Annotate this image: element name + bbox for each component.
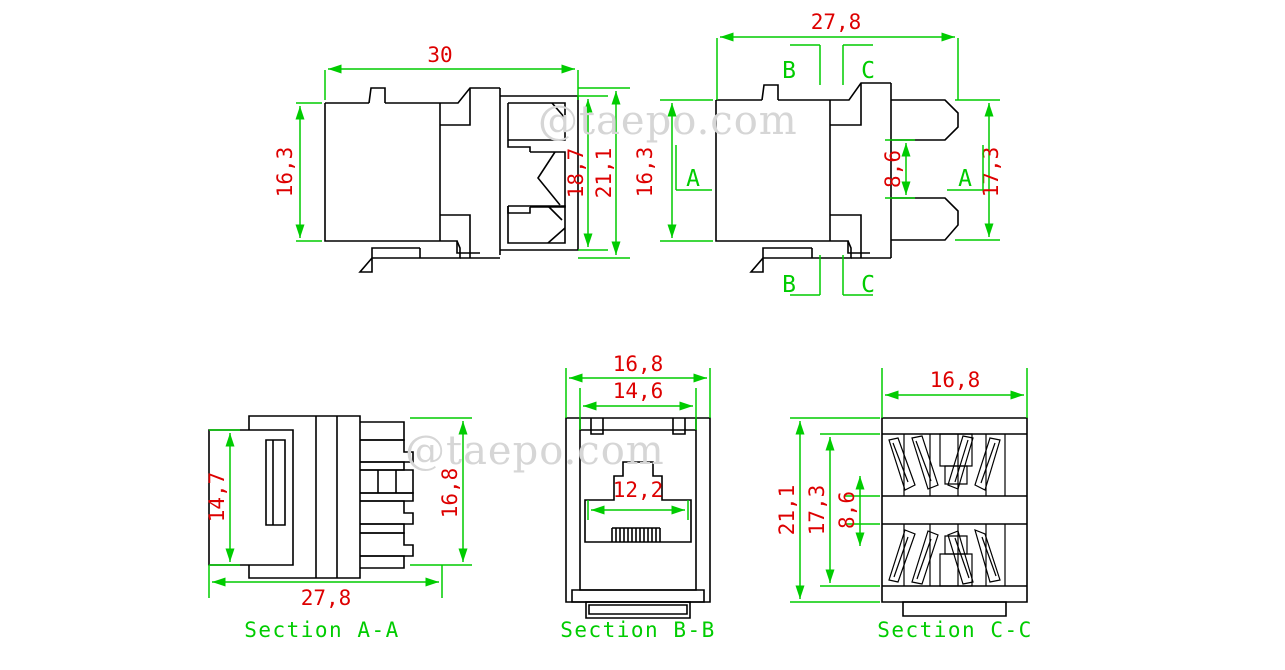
dim-inner-gap-8-6-cc: 8,6 xyxy=(835,476,880,546)
dim-overall-length-27-8-right: 27,8 xyxy=(716,10,959,100)
contact-prongs-right xyxy=(891,99,959,241)
dim-label-21-1: 21,1 xyxy=(592,148,616,199)
svg-text:A: A xyxy=(958,166,972,192)
dim-label-30: 30 xyxy=(427,43,452,67)
dim-label-16-8-cc: 16,8 xyxy=(930,368,981,392)
caption-section-aa: Section A-A xyxy=(244,618,400,642)
dim-label-14-7: 14,7 xyxy=(205,472,229,523)
dim-label-21-1-cc: 21,1 xyxy=(775,485,799,536)
dim-body-height-16-3: 16,3 xyxy=(273,102,322,242)
view-section-cc: 16,8 21,1 17,3 8,6 xyxy=(775,368,1033,642)
dim-label-16-3-right: 16,3 xyxy=(633,147,657,198)
dim-latch-gap-8-6: 8,6 xyxy=(881,139,915,199)
dim-label-8-6-cc: 8,6 xyxy=(835,491,859,529)
dim-label-27-8-top: 27,8 xyxy=(811,10,862,34)
dim-overall-height-21-1-cc: 21,1 xyxy=(775,417,880,603)
svg-text:C: C xyxy=(861,58,875,84)
dim-port-width-12-2: 12,2 xyxy=(587,478,689,520)
dim-label-14-6: 14,6 xyxy=(613,379,664,403)
section-marker-a-right: A xyxy=(947,145,984,192)
dim-inner-width-14-7: 14,7 xyxy=(205,429,240,566)
caption-section-bb: Section B-B xyxy=(560,618,716,642)
section-marker-c-top: C xyxy=(842,44,875,85)
section-cc-contacts-upper xyxy=(888,433,1006,496)
dim-overall-height-21-1: 21,1 xyxy=(578,87,630,259)
dim-overall-length-27-8-aa: 27,8 xyxy=(208,565,443,610)
view-side-elevation-right: 27,8 16,3 8,6 17,3 xyxy=(633,10,1003,298)
dim-outer-width-16-8-aa: 16,8 xyxy=(410,417,472,566)
svg-text:C: C xyxy=(861,272,875,298)
contact-block-left xyxy=(500,95,579,251)
view-section-bb: 16,8 14,6 12,2 Section B-B xyxy=(560,352,716,642)
dim-flange-width-14-6: 14,6 xyxy=(579,379,697,430)
svg-text:B: B xyxy=(782,58,796,84)
svg-text:B: B xyxy=(782,272,796,298)
dim-overall-length-30: 30 xyxy=(324,43,579,100)
section-aa-outline xyxy=(208,415,414,579)
dim-label-16-8-bb: 16,8 xyxy=(613,352,664,376)
section-marker-b-bottom: B xyxy=(782,255,821,298)
dim-label-18-7: 18,7 xyxy=(564,148,588,199)
dim-label-17-3-cc: 17,3 xyxy=(805,485,829,536)
dim-label-16-8-aa: 16,8 xyxy=(438,468,462,519)
dim-label-27-8-aa: 27,8 xyxy=(301,586,352,610)
dim-label-8-6: 8,6 xyxy=(881,150,905,188)
view-section-aa: 14,7 16,8 27,8 Section A-A xyxy=(205,415,472,642)
section-marker-a-left: A xyxy=(675,145,712,192)
dim-body-height-16-3-right: 16,3 xyxy=(633,99,713,242)
dim-label-16-3-left: 16,3 xyxy=(273,147,297,198)
section-marker-c-bottom: C xyxy=(842,255,875,298)
dim-outer-width-16-8-cc: 16,8 xyxy=(881,368,1028,418)
view-side-elevation-left: 30 16,3 18,7 21,1 xyxy=(273,43,630,273)
section-bb-outline xyxy=(565,417,711,619)
caption-section-cc: Section C-C xyxy=(877,618,1033,642)
dim-contact-height-18-7: 18,7 xyxy=(564,95,608,251)
dim-label-12-2: 12,2 xyxy=(613,478,664,502)
jack-body-outline-right xyxy=(715,82,892,273)
svg-text:A: A xyxy=(686,166,700,192)
section-marker-b-top: B xyxy=(782,44,821,85)
dim-outer-width-16-8-bb: 16,8 xyxy=(565,352,711,418)
jack-body-outline-left xyxy=(324,87,501,273)
section-cc-contacts-lower xyxy=(888,524,1006,587)
dim-body-height-17-3-cc: 17,3 xyxy=(805,433,880,587)
